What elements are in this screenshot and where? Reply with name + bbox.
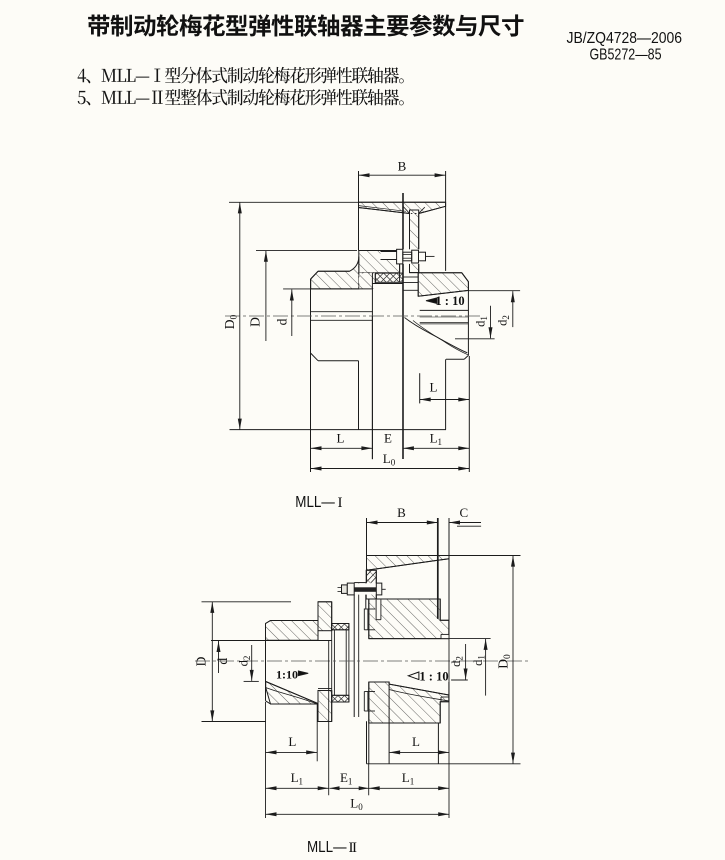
svg-text:E: E [384, 431, 392, 446]
svg-text:d2: d2 [449, 656, 465, 667]
svg-text:d: d [215, 658, 230, 665]
svg-text:L: L [430, 380, 438, 395]
svg-text:D: D [194, 656, 209, 666]
svg-text:C: C [459, 505, 468, 520]
svg-text:d2: d2 [237, 656, 253, 667]
svg-text:d2: d2 [496, 315, 512, 326]
svg-text:d: d [275, 318, 290, 325]
svg-text:II: II [349, 840, 357, 855]
svg-text:L: L [288, 734, 296, 749]
svg-text:GB5272—85: GB5272—85 [590, 47, 662, 64]
svg-text:I: I [338, 495, 343, 511]
svg-text:MLL—: MLL— [307, 839, 347, 855]
svg-text:L: L [337, 431, 345, 446]
svg-text:1 : 10: 1 : 10 [419, 670, 448, 684]
svg-text:d1: d1 [474, 316, 490, 327]
svg-text:MLL—: MLL— [295, 494, 335, 511]
svg-text:L: L [412, 734, 420, 749]
svg-text:D: D [248, 317, 263, 327]
svg-text:B: B [398, 159, 407, 174]
svg-text:JB/ZQ4728—2006: JB/ZQ4728—2006 [567, 30, 683, 47]
svg-text:d1: d1 [471, 655, 487, 666]
svg-text:B: B [397, 505, 406, 520]
svg-text:1:10: 1:10 [276, 668, 298, 682]
svg-text:1 : 10: 1 : 10 [435, 294, 464, 308]
